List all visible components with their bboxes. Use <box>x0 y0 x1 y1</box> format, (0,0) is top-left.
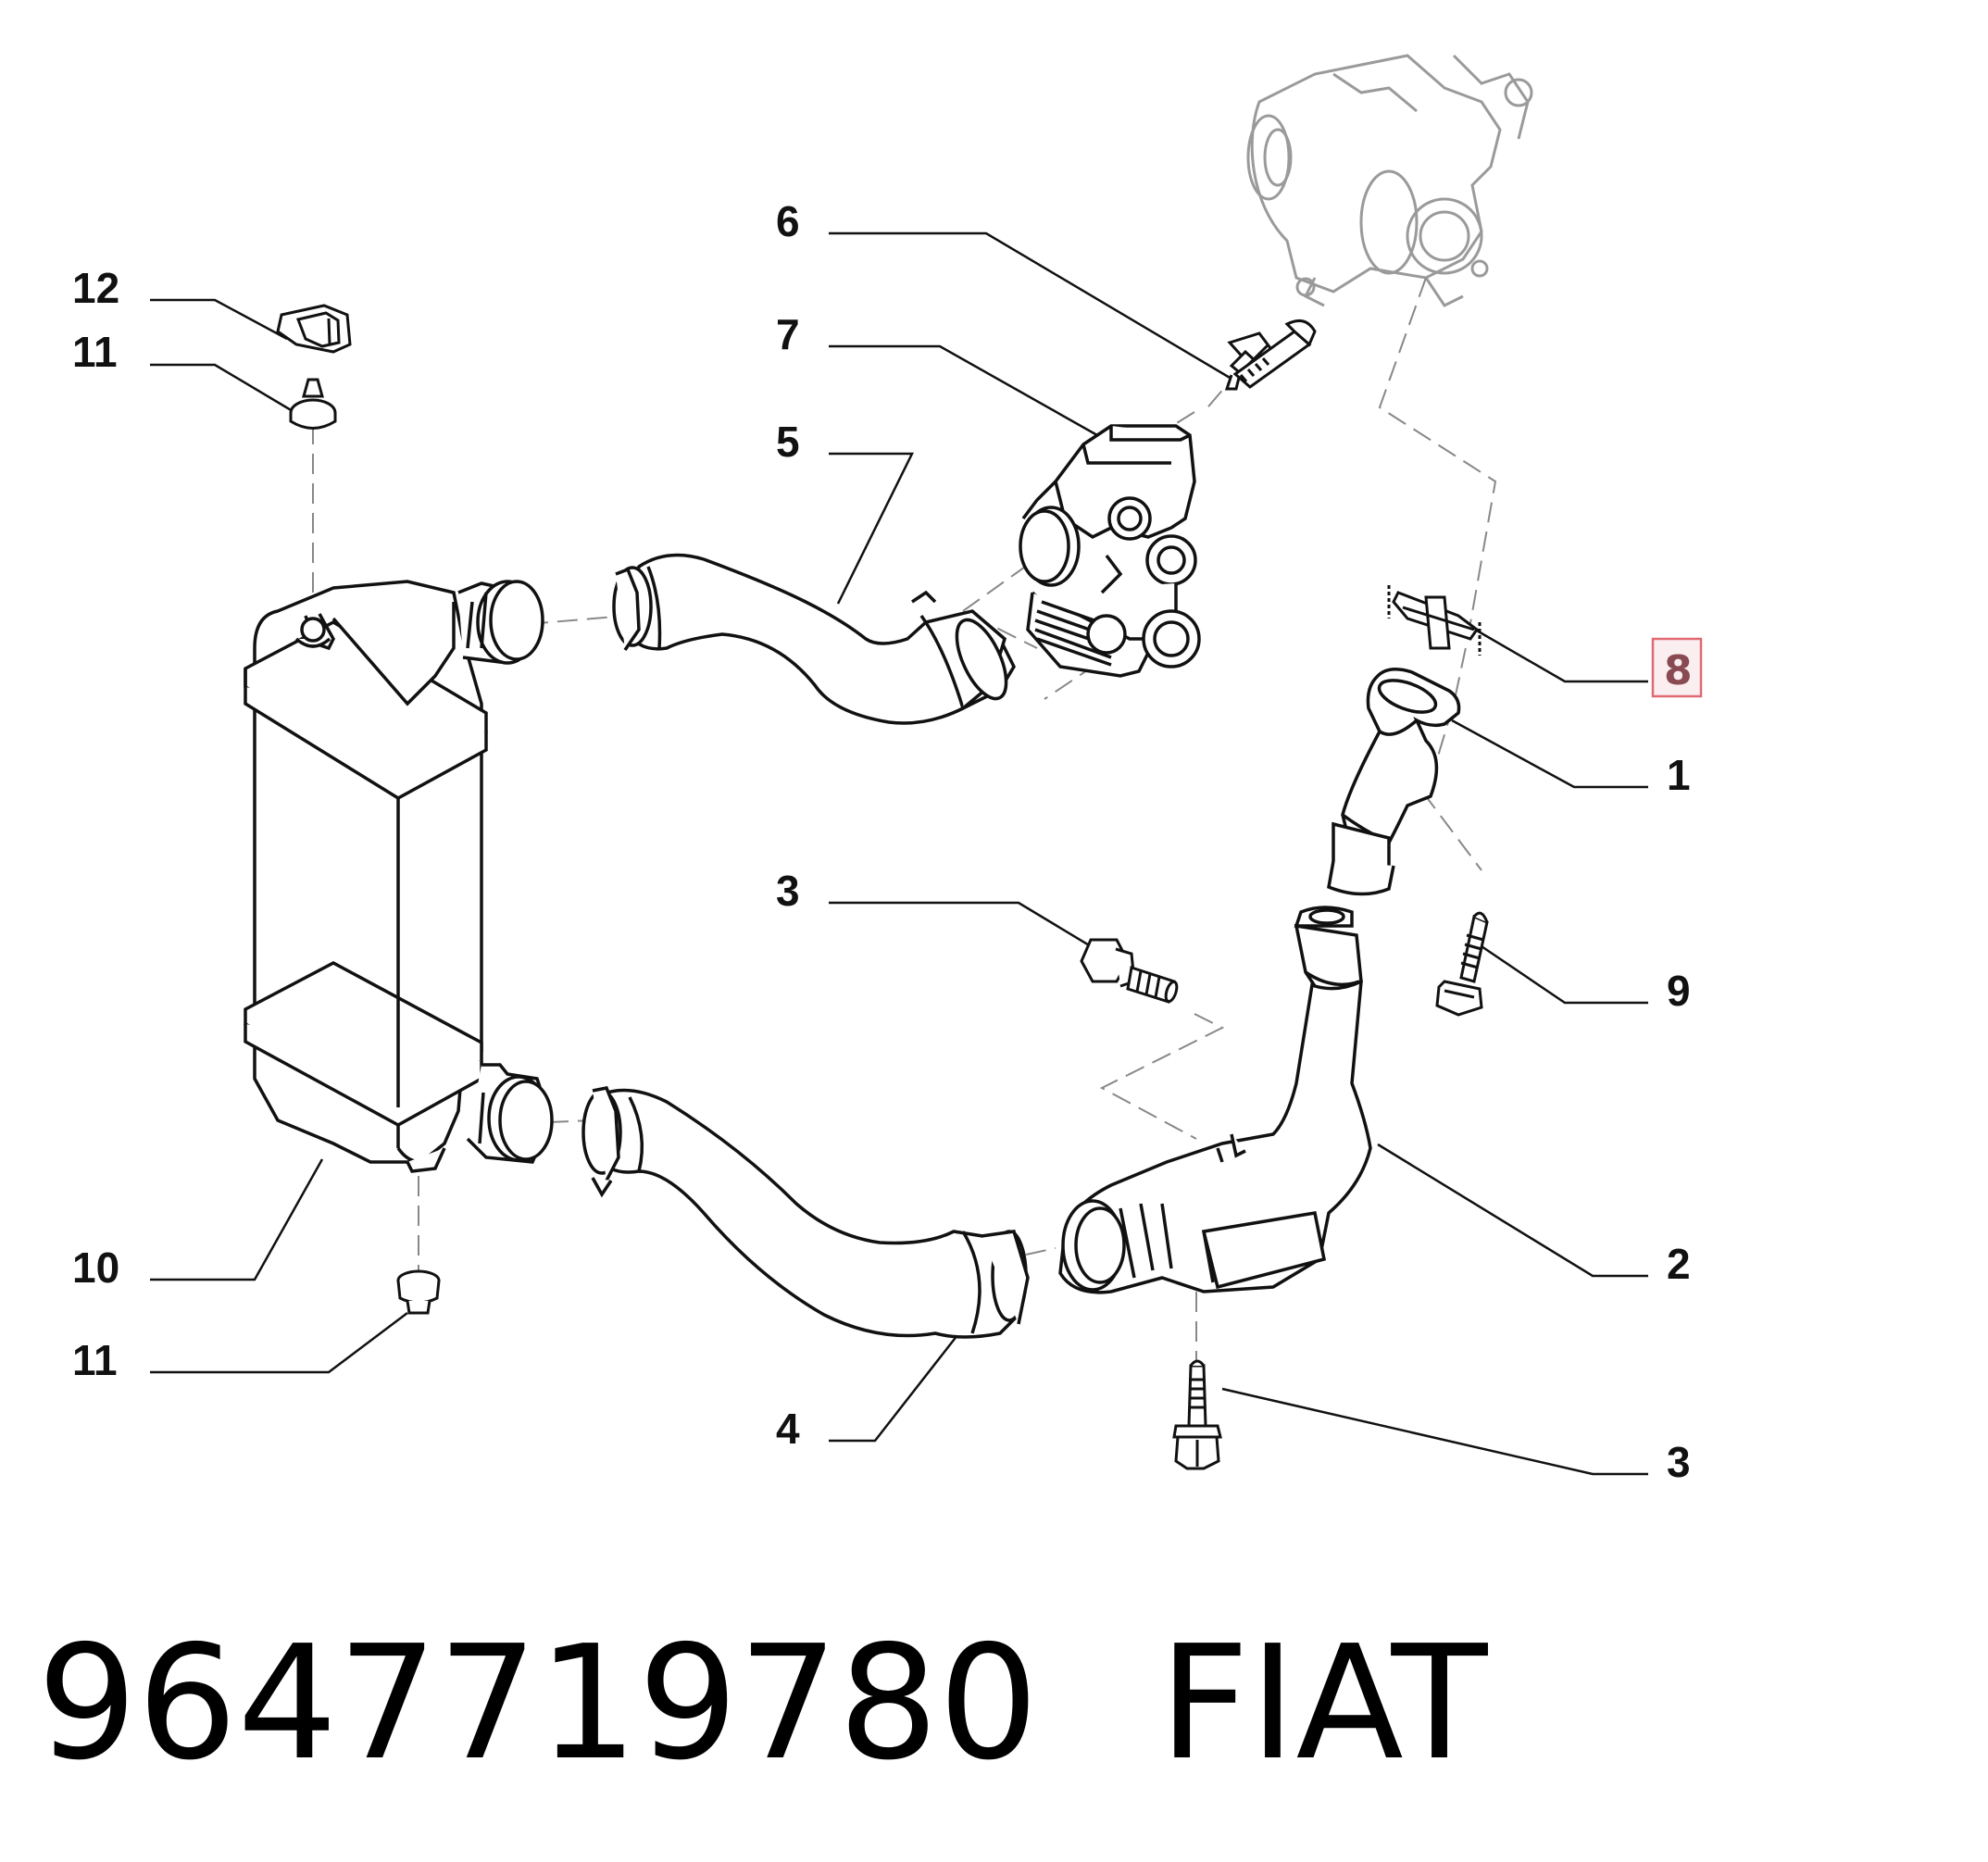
leader-4 <box>829 1321 969 1443</box>
hose-part-5 <box>612 553 1016 725</box>
callout-11-top: 11 <box>72 328 118 376</box>
leader-11b <box>150 1312 408 1374</box>
leader-5 <box>829 452 915 605</box>
gasket-part-8 <box>1387 585 1482 656</box>
leader-3a <box>829 901 1092 948</box>
bolt-part-3-lower <box>1172 1359 1222 1470</box>
bolt-part-3-upper <box>1080 938 1179 1004</box>
leader-8 <box>1469 625 1648 683</box>
intercooler-part-10 <box>244 580 488 1173</box>
callout-1: 1 <box>1667 751 1691 799</box>
leader-1 <box>1451 719 1648 789</box>
bolt-part-6-shaft <box>1232 319 1317 389</box>
callout-8: 8 <box>1664 647 1693 694</box>
callout-10: 10 <box>72 1243 119 1292</box>
brand-name: FIAT <box>1158 1612 1488 1795</box>
leader-3b <box>1221 1387 1648 1476</box>
callout-labels: 6 7 5 12 11 8 1 3 9 10 2 11 4 3 <box>72 197 1703 1486</box>
leader-2 <box>1377 1143 1648 1278</box>
callout-7: 7 <box>776 310 800 358</box>
callout-12: 12 <box>72 264 119 312</box>
callout-5: 5 <box>776 418 800 466</box>
callout-4: 4 <box>776 1405 800 1453</box>
callout-3-upper: 3 <box>776 867 800 915</box>
grommet-part-11-bottom <box>396 1269 441 1315</box>
pipe-part-1 <box>1327 668 1461 896</box>
callout-6: 6 <box>776 197 800 245</box>
callout-11-bottom: 11 <box>72 1336 118 1384</box>
leader-7 <box>829 344 1098 437</box>
leader-9 <box>1475 941 1648 1005</box>
intercooler-lower-outlet <box>466 1063 554 1164</box>
leader-12 <box>150 298 288 341</box>
leader-lines <box>150 231 1648 1476</box>
leader-10 <box>150 1158 324 1281</box>
callout-8-highlight[interactable]: 8 <box>1651 637 1703 698</box>
grommet-part-11-top <box>289 378 337 430</box>
highlight-box <box>1651 637 1703 698</box>
throttle-body-part-7 <box>1019 424 1201 678</box>
turbocharger-part <box>1246 54 1533 307</box>
part-number: 9647719780 <box>37 1612 1039 1795</box>
callout-3-lower: 3 <box>1667 1438 1691 1486</box>
pipe-part-2 <box>1058 906 1372 1294</box>
hose-part-4 <box>581 1085 1030 1339</box>
clip-part-12 <box>276 304 352 354</box>
screw-part-9 <box>1435 911 1489 1017</box>
leader-11a <box>150 363 294 413</box>
callout-2: 2 <box>1667 1240 1691 1288</box>
callout-9: 9 <box>1667 967 1691 1015</box>
leader-6 <box>829 231 1237 383</box>
intercooler-upper-outlet <box>457 580 544 665</box>
